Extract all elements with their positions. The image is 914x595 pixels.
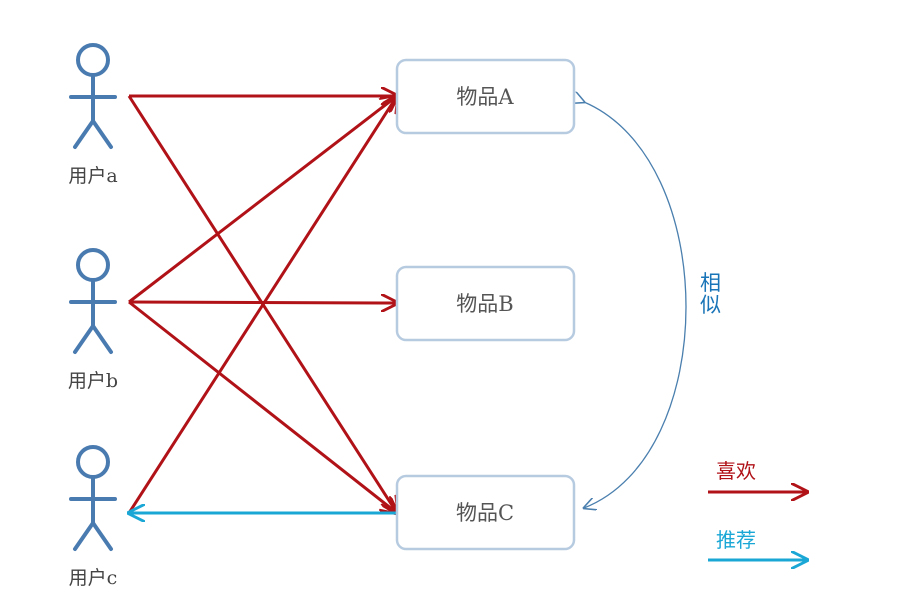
legend: 喜欢 推荐: [708, 459, 807, 560]
similar-arc: [584, 102, 687, 508]
item-box: [395, 58, 576, 135]
item-label: 物品C: [456, 501, 514, 525]
user-b: 用户b: [68, 248, 118, 392]
item-label: 物品B: [456, 292, 513, 316]
like-edge-c-A: [127, 96, 397, 514]
similar-label-line2: 似: [700, 293, 721, 317]
user-a: 用户a: [68, 43, 118, 187]
item-label: 物品A: [456, 85, 514, 109]
legend-like-label: 喜欢: [716, 459, 756, 483]
item-a: 物品A: [395, 58, 576, 135]
item-box: [395, 265, 576, 342]
person-icon: [69, 445, 117, 551]
item-c: 物品C: [395, 474, 576, 551]
item-box: [395, 474, 576, 551]
legend-recommend-label: 推荐: [716, 528, 756, 552]
person-icon: [69, 248, 117, 354]
user-c: 用户c: [69, 445, 118, 589]
user-label: 用户c: [69, 567, 118, 589]
like-edge-b-C: [128, 300, 397, 513]
similar-label-line1: 相: [700, 271, 721, 295]
similar-relation: 相 似: [584, 102, 721, 508]
item-b: 物品B: [395, 265, 576, 342]
user-label: 用户b: [68, 370, 118, 392]
edges-layer: [129, 96, 397, 513]
person-icon: [69, 43, 117, 149]
like-edge-b-A: [128, 96, 397, 304]
user-label: 用户a: [68, 165, 117, 187]
